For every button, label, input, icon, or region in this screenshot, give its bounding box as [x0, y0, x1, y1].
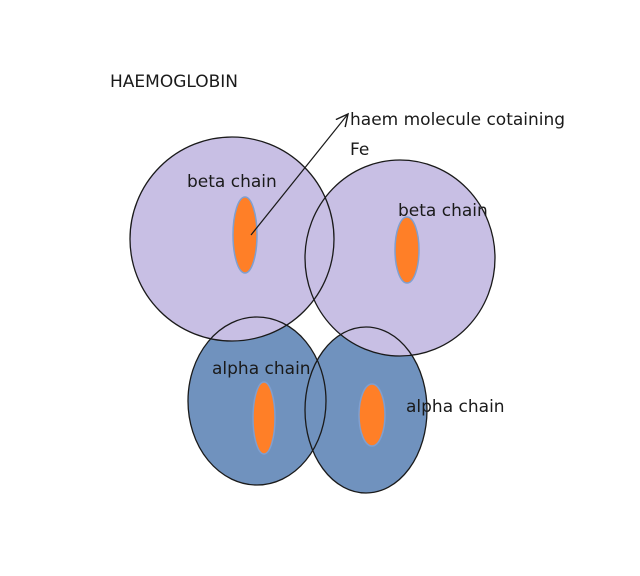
diagram-title: HAEMOGLOBIN: [110, 72, 238, 92]
annotation-line1: haem molecule cotaining: [350, 110, 565, 130]
beta-chain-left: [130, 137, 334, 341]
chain-label: beta chain: [398, 201, 488, 221]
haem-group: [358, 383, 386, 447]
pointer-arrow: [250, 114, 348, 236]
haem-group: [394, 216, 420, 284]
beta-right-outline: [304, 159, 496, 357]
chain-label: beta chain: [187, 172, 277, 192]
beta-left-outline: [129, 136, 335, 342]
chain-label: alpha chain: [406, 397, 505, 417]
haem-group: [232, 196, 258, 274]
alpha-left-outline: [187, 316, 327, 486]
haem-group: [252, 381, 276, 455]
chain-label: alpha chain: [212, 359, 311, 379]
alpha-right-outline: [304, 326, 428, 494]
annotation-line2: Fe: [350, 140, 369, 160]
